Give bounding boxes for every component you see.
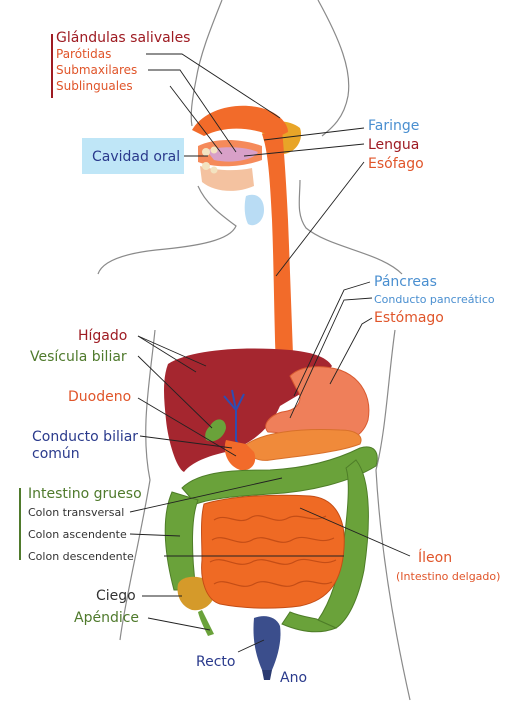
gallbladder-shape [205, 419, 226, 442]
labels: Glándulas salivales Parótidas Submaxilar… [28, 30, 500, 686]
label-parotidas: Parótidas [56, 47, 111, 61]
label-submaxilares: Submaxilares [56, 63, 137, 77]
label-recto: Recto [196, 654, 235, 670]
label-ileon: Íleon [418, 549, 452, 566]
label-colon-descendente: Colon descendente [28, 550, 134, 563]
label-cavidad-oral: Cavidad oral [92, 149, 180, 165]
label-esofago: Esófago [368, 156, 424, 172]
label-estomago: Estómago [374, 310, 444, 326]
label-faringe: Faringe [368, 118, 419, 134]
appendix-shape [198, 610, 214, 636]
label-lengua: Lengua [368, 137, 419, 153]
label-conducto-biliar-2: común [32, 446, 80, 462]
label-vesicula: Vesícula biliar [30, 349, 127, 365]
body-outline [97, 0, 411, 701]
label-conducto-biliar-1: Conducto biliar [32, 429, 138, 445]
label-glandulas: Glándulas salivales [56, 30, 190, 46]
label-colon-ascendente: Colon ascendente [28, 528, 127, 541]
rectum-shape [253, 616, 281, 670]
palate-shape [192, 105, 288, 138]
anal-canal-shape [262, 670, 272, 680]
larynx-shape [244, 194, 264, 226]
liver-shape [164, 348, 332, 472]
small-intestine-folds [209, 515, 337, 587]
leader-lines [19, 34, 411, 653]
label-apendice: Apéndice [74, 610, 139, 626]
jaw-shape [200, 166, 254, 191]
pancreas-shape [243, 429, 362, 461]
head-structures [192, 105, 302, 226]
label-ciego: Ciego [96, 588, 136, 604]
label-intestino-delgado: (Intestino delgado) [396, 570, 500, 583]
label-ano: Ano [280, 670, 307, 686]
label-higado: Hígado [78, 328, 127, 344]
label-pancreas: Páncreas [374, 274, 437, 290]
teeth [202, 146, 218, 174]
label-conducto-pancreatico: Conducto pancreático [374, 293, 495, 306]
label-sublinguales: Sublinguales [56, 79, 133, 93]
oral-cavity-highlight [82, 138, 184, 174]
label-intestino-grueso: Intestino grueso [28, 486, 142, 502]
small-intestine-shape [201, 494, 345, 609]
label-colon-transversal: Colon transversal [28, 506, 124, 519]
label-duodeno: Duodeno [68, 389, 131, 405]
esophagus-shape [262, 130, 294, 380]
duodenum-shape [224, 440, 256, 471]
